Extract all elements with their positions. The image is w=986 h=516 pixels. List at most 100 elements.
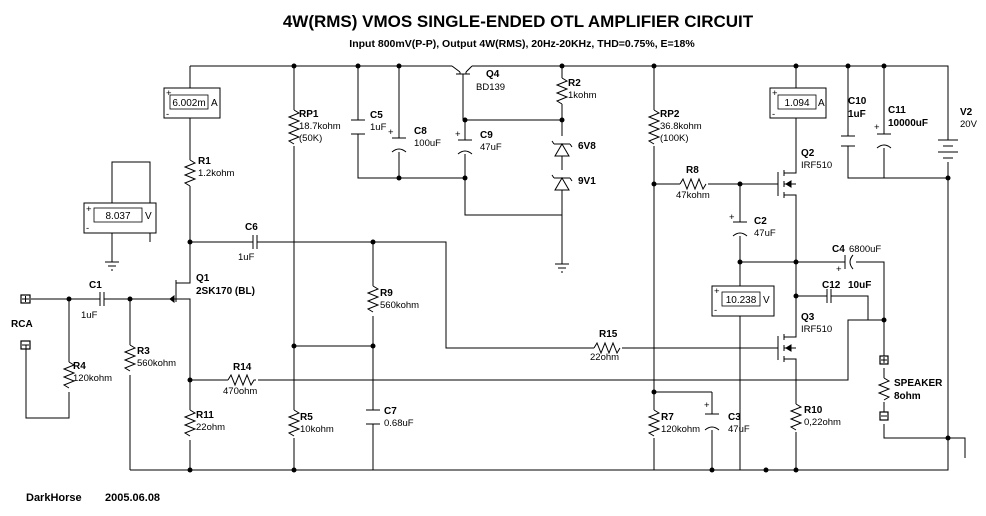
svg-text:+: +	[86, 204, 92, 215]
rca-input-connector: RCA	[11, 294, 33, 350]
svg-text:1uF: 1uF	[238, 252, 255, 263]
svg-text:1kohm: 1kohm	[568, 90, 597, 101]
potentiometer-rp1: RP1 18.7kohm (50K)	[287, 109, 341, 145]
schematic-title: 4W(RMS) VMOS SINGLE-ENDED OTL AMPLIFIER …	[283, 12, 754, 31]
zener-9v1: 9V1	[551, 174, 596, 191]
resistor-r9: R9 560kohm	[366, 285, 419, 313]
ammeter-2: 1.094 A + -	[769, 87, 827, 120]
capacitor-c11: + C11 10000uF	[874, 105, 928, 149]
svg-text:Q2: Q2	[801, 148, 815, 159]
junctions	[66, 63, 951, 473]
svg-text:RP1: RP1	[299, 109, 319, 120]
author-signature: DarkHorse	[26, 492, 82, 504]
capacitor-c6: C6 1uF	[238, 222, 262, 263]
capacitor-c3: + C3 47uF	[704, 400, 750, 435]
svg-text:-: -	[714, 305, 717, 316]
svg-text:Q3: Q3	[801, 312, 815, 323]
capacitor-c8: + C8 100uF	[388, 126, 441, 153]
svg-text:C12: C12	[822, 280, 841, 291]
battery-v2: V2 20V	[938, 107, 978, 159]
svg-text:20V: 20V	[960, 119, 978, 130]
svg-text:-: -	[772, 109, 775, 120]
svg-text:RCA: RCA	[11, 319, 33, 330]
resistor-r5: R5 10kohm	[287, 409, 334, 437]
svg-text:6V8: 6V8	[578, 141, 596, 152]
svg-text:(50K): (50K)	[299, 133, 322, 144]
svg-text:1.094: 1.094	[784, 98, 809, 109]
svg-text:R9: R9	[380, 288, 393, 299]
svg-text:C4: C4	[832, 244, 845, 255]
svg-text:10000uF: 10000uF	[888, 118, 928, 129]
svg-text:2SK170 (BL): 2SK170 (BL)	[196, 286, 255, 297]
svg-text:10.238: 10.238	[726, 295, 757, 306]
svg-text:6800uF: 6800uF	[849, 244, 881, 255]
svg-text:-: -	[86, 223, 89, 234]
svg-text:R8: R8	[686, 165, 699, 176]
svg-text:+: +	[388, 127, 394, 138]
resistor-r2: R2 1kohm	[555, 77, 597, 105]
svg-text:47uF: 47uF	[754, 228, 776, 239]
svg-text:C2: C2	[754, 216, 767, 227]
svg-text:1uF: 1uF	[848, 109, 866, 120]
svg-text:C7: C7	[384, 406, 397, 417]
svg-text:R1: R1	[198, 156, 211, 167]
svg-text:C1: C1	[89, 280, 102, 291]
svg-text:+: +	[874, 122, 880, 133]
svg-text:V: V	[145, 211, 152, 222]
svg-text:1uF: 1uF	[370, 122, 387, 133]
speaker-output: SPEAKER 8ohm	[877, 355, 943, 421]
svg-text:10kohm: 10kohm	[300, 424, 334, 435]
capacitor-c5: C5 1uF	[351, 110, 387, 135]
svg-text:Q1: Q1	[196, 273, 210, 284]
svg-text:V: V	[763, 295, 770, 306]
svg-text:V2: V2	[960, 107, 973, 118]
svg-text:47uF: 47uF	[480, 142, 502, 153]
svg-text:100uF: 100uF	[414, 138, 441, 149]
svg-text:120kohm: 120kohm	[73, 373, 112, 384]
svg-text:560kohm: 560kohm	[380, 300, 419, 311]
zener-6v8: 6V8	[551, 140, 596, 157]
svg-text:C6: C6	[245, 222, 258, 233]
svg-text:8.037: 8.037	[105, 211, 130, 222]
svg-text:C3: C3	[728, 412, 741, 423]
resistor-r7: R7 120kohm	[647, 409, 700, 437]
svg-text:R7: R7	[661, 412, 674, 423]
capacitor-c2: + C2 47uF	[729, 212, 776, 239]
resistor-r14: R14 470ohm	[223, 362, 257, 397]
capacitor-c9: + C9 47uF	[455, 129, 502, 155]
svg-text:RP2: RP2	[660, 109, 680, 120]
capacitor-c4: + C4 6800uF	[832, 244, 881, 275]
svg-text:470ohm: 470ohm	[223, 386, 257, 397]
svg-text:C8: C8	[414, 126, 427, 137]
svg-text:IRF510: IRF510	[801, 160, 832, 171]
voltmeter-2: 10.238 V + -	[711, 285, 775, 317]
svg-text:R4: R4	[73, 361, 86, 372]
svg-text:C9: C9	[480, 130, 493, 141]
resistor-r15: R15 22ohm	[590, 329, 621, 363]
svg-text:IRF510: IRF510	[801, 324, 832, 335]
svg-text:+: +	[714, 286, 720, 297]
svg-text:560kohm: 560kohm	[137, 358, 176, 369]
resistor-r4: R4 120kohm	[62, 361, 112, 389]
svg-text:10uF: 10uF	[848, 280, 871, 291]
svg-text:R2: R2	[568, 78, 581, 89]
svg-text:C5: C5	[370, 110, 383, 121]
capacitor-c10: C10 1uF	[841, 96, 867, 147]
svg-text:36.8kohm: 36.8kohm	[660, 121, 702, 132]
schematic-subtitle: Input 800mV(P-P), Output 4W(RMS), 20Hz-2…	[349, 38, 695, 50]
resistor-r8: R8 47kohm	[676, 165, 710, 201]
capacitor-c1: C1 1uF	[81, 280, 108, 321]
voltmeter-1: 8.037 V + -	[83, 202, 157, 234]
svg-text:R10: R10	[804, 405, 823, 416]
svg-text:+: +	[836, 264, 842, 275]
jfet-q1: Q1 2SK170 (BL)	[160, 273, 255, 307]
svg-text:47uF: 47uF	[728, 424, 750, 435]
svg-text:0.68uF: 0.68uF	[384, 418, 414, 429]
resistor-r11: R11 22ohm	[183, 409, 225, 437]
svg-text:22ohm: 22ohm	[196, 422, 225, 433]
svg-text:8ohm: 8ohm	[894, 391, 921, 402]
svg-text:22ohm: 22ohm	[590, 352, 619, 363]
svg-text:R11: R11	[196, 410, 214, 421]
capacitor-c7: C7 0.68uF	[366, 406, 414, 429]
